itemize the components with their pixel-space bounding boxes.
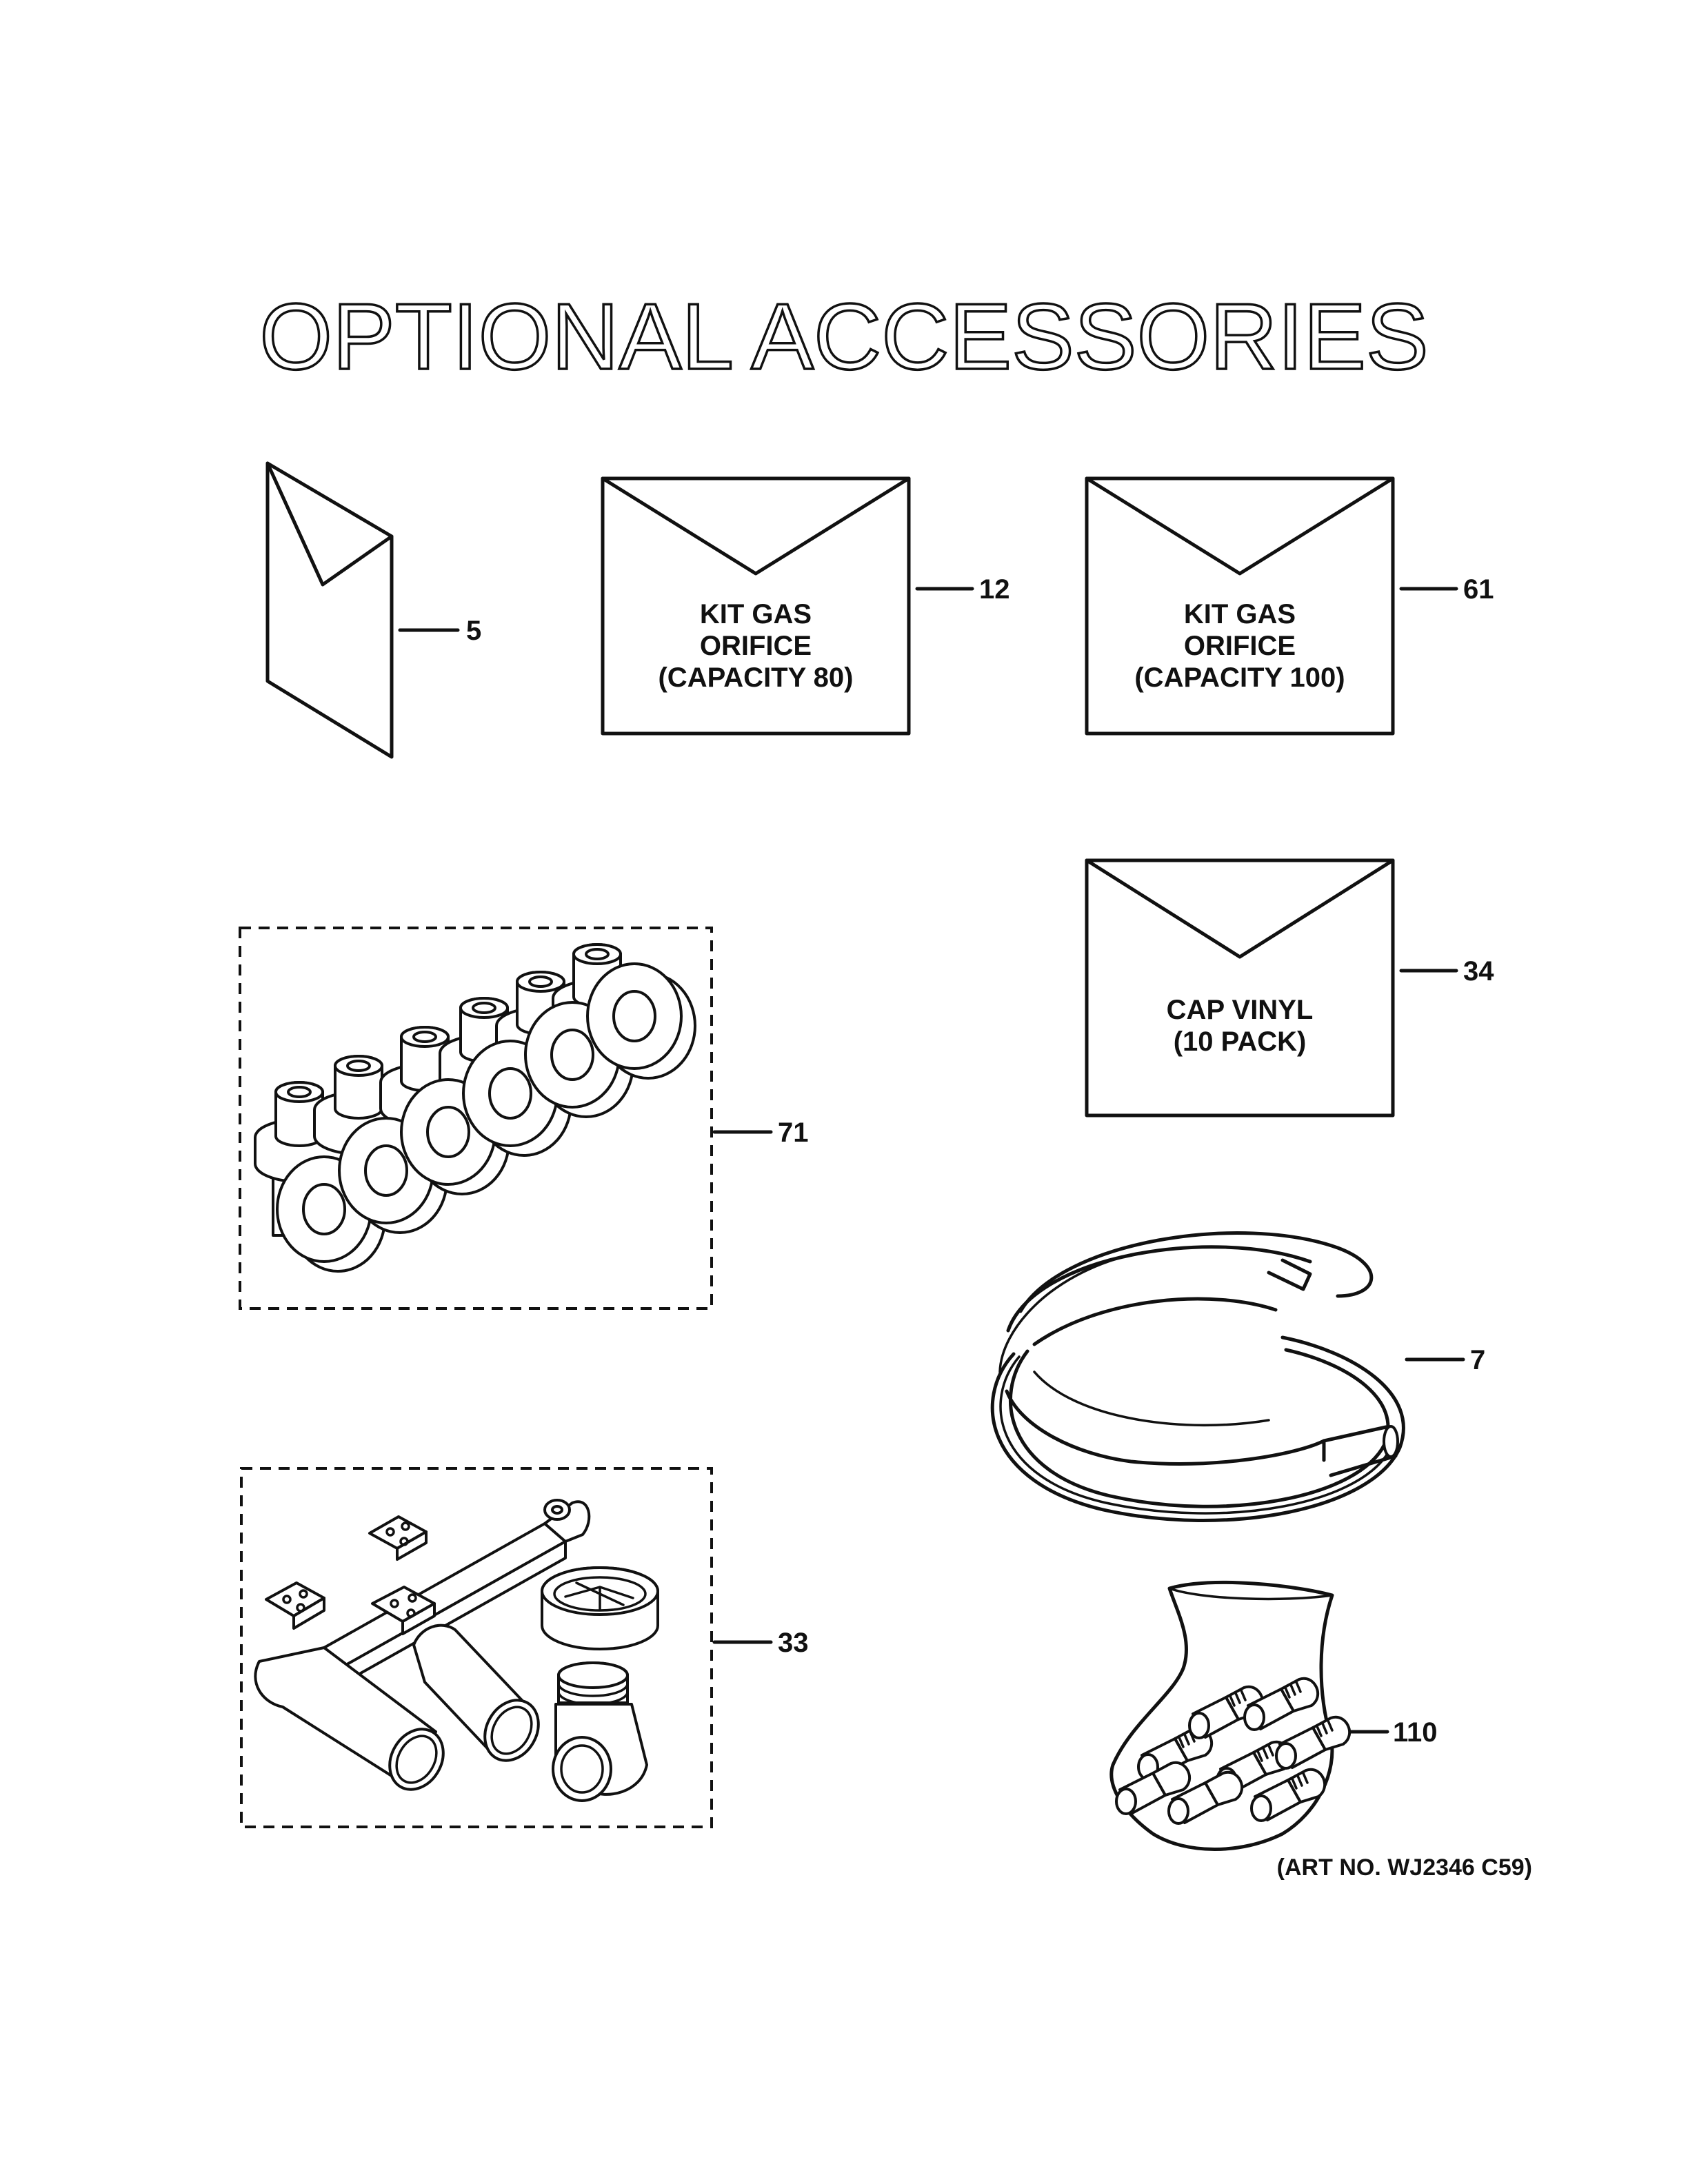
callout-71: 71: [778, 1118, 809, 1148]
pipe-kit-illustration: [254, 1499, 659, 1802]
kit-80-line-3: (CAPACITY 80): [658, 663, 853, 693]
callout-34: 34: [1463, 956, 1494, 987]
callout-61: 61: [1463, 574, 1494, 605]
callout-5: 5: [466, 616, 481, 646]
kit-80-line-1: KIT GAS: [700, 599, 812, 629]
page-title: OPTIONAL ACCESSORIES: [259, 284, 1428, 389]
envelope-kit-80: KIT GAS ORIFICE (CAPACITY 80): [601, 476, 911, 736]
callout-33: 33: [778, 1628, 809, 1658]
kit-100-line-1: KIT GAS: [1184, 599, 1296, 629]
envelope-cap-vinyl: CAP VINYL (10 PACK): [1085, 858, 1395, 1118]
callout-110: 110: [1393, 1717, 1438, 1748]
kit-100-line-2: ORIFICE: [1184, 631, 1296, 661]
pipe-kit-frame: [240, 1467, 713, 1828]
manual-illustration: [265, 461, 394, 759]
callout-12: 12: [979, 574, 1010, 605]
callout-7: 7: [1470, 1345, 1485, 1375]
cap-vinyl-line-1: CAP VINYL: [1167, 995, 1314, 1025]
kit-100-line-3: (CAPACITY 100): [1134, 663, 1345, 693]
screw-bag-illustration: [1109, 1581, 1352, 1851]
orifice-set-frame: [239, 927, 713, 1310]
orifice-set-illustration: [254, 943, 696, 1273]
cap-vinyl-line-2: (10 PACK): [1174, 1027, 1307, 1057]
tubing-illustration: [990, 1231, 1405, 1523]
envelope-kit-100: KIT GAS ORIFICE (CAPACITY 100): [1085, 476, 1395, 736]
kit-80-line-2: ORIFICE: [700, 631, 812, 661]
art-number: (ART NO. WJ2346 C59): [1277, 1854, 1532, 1881]
